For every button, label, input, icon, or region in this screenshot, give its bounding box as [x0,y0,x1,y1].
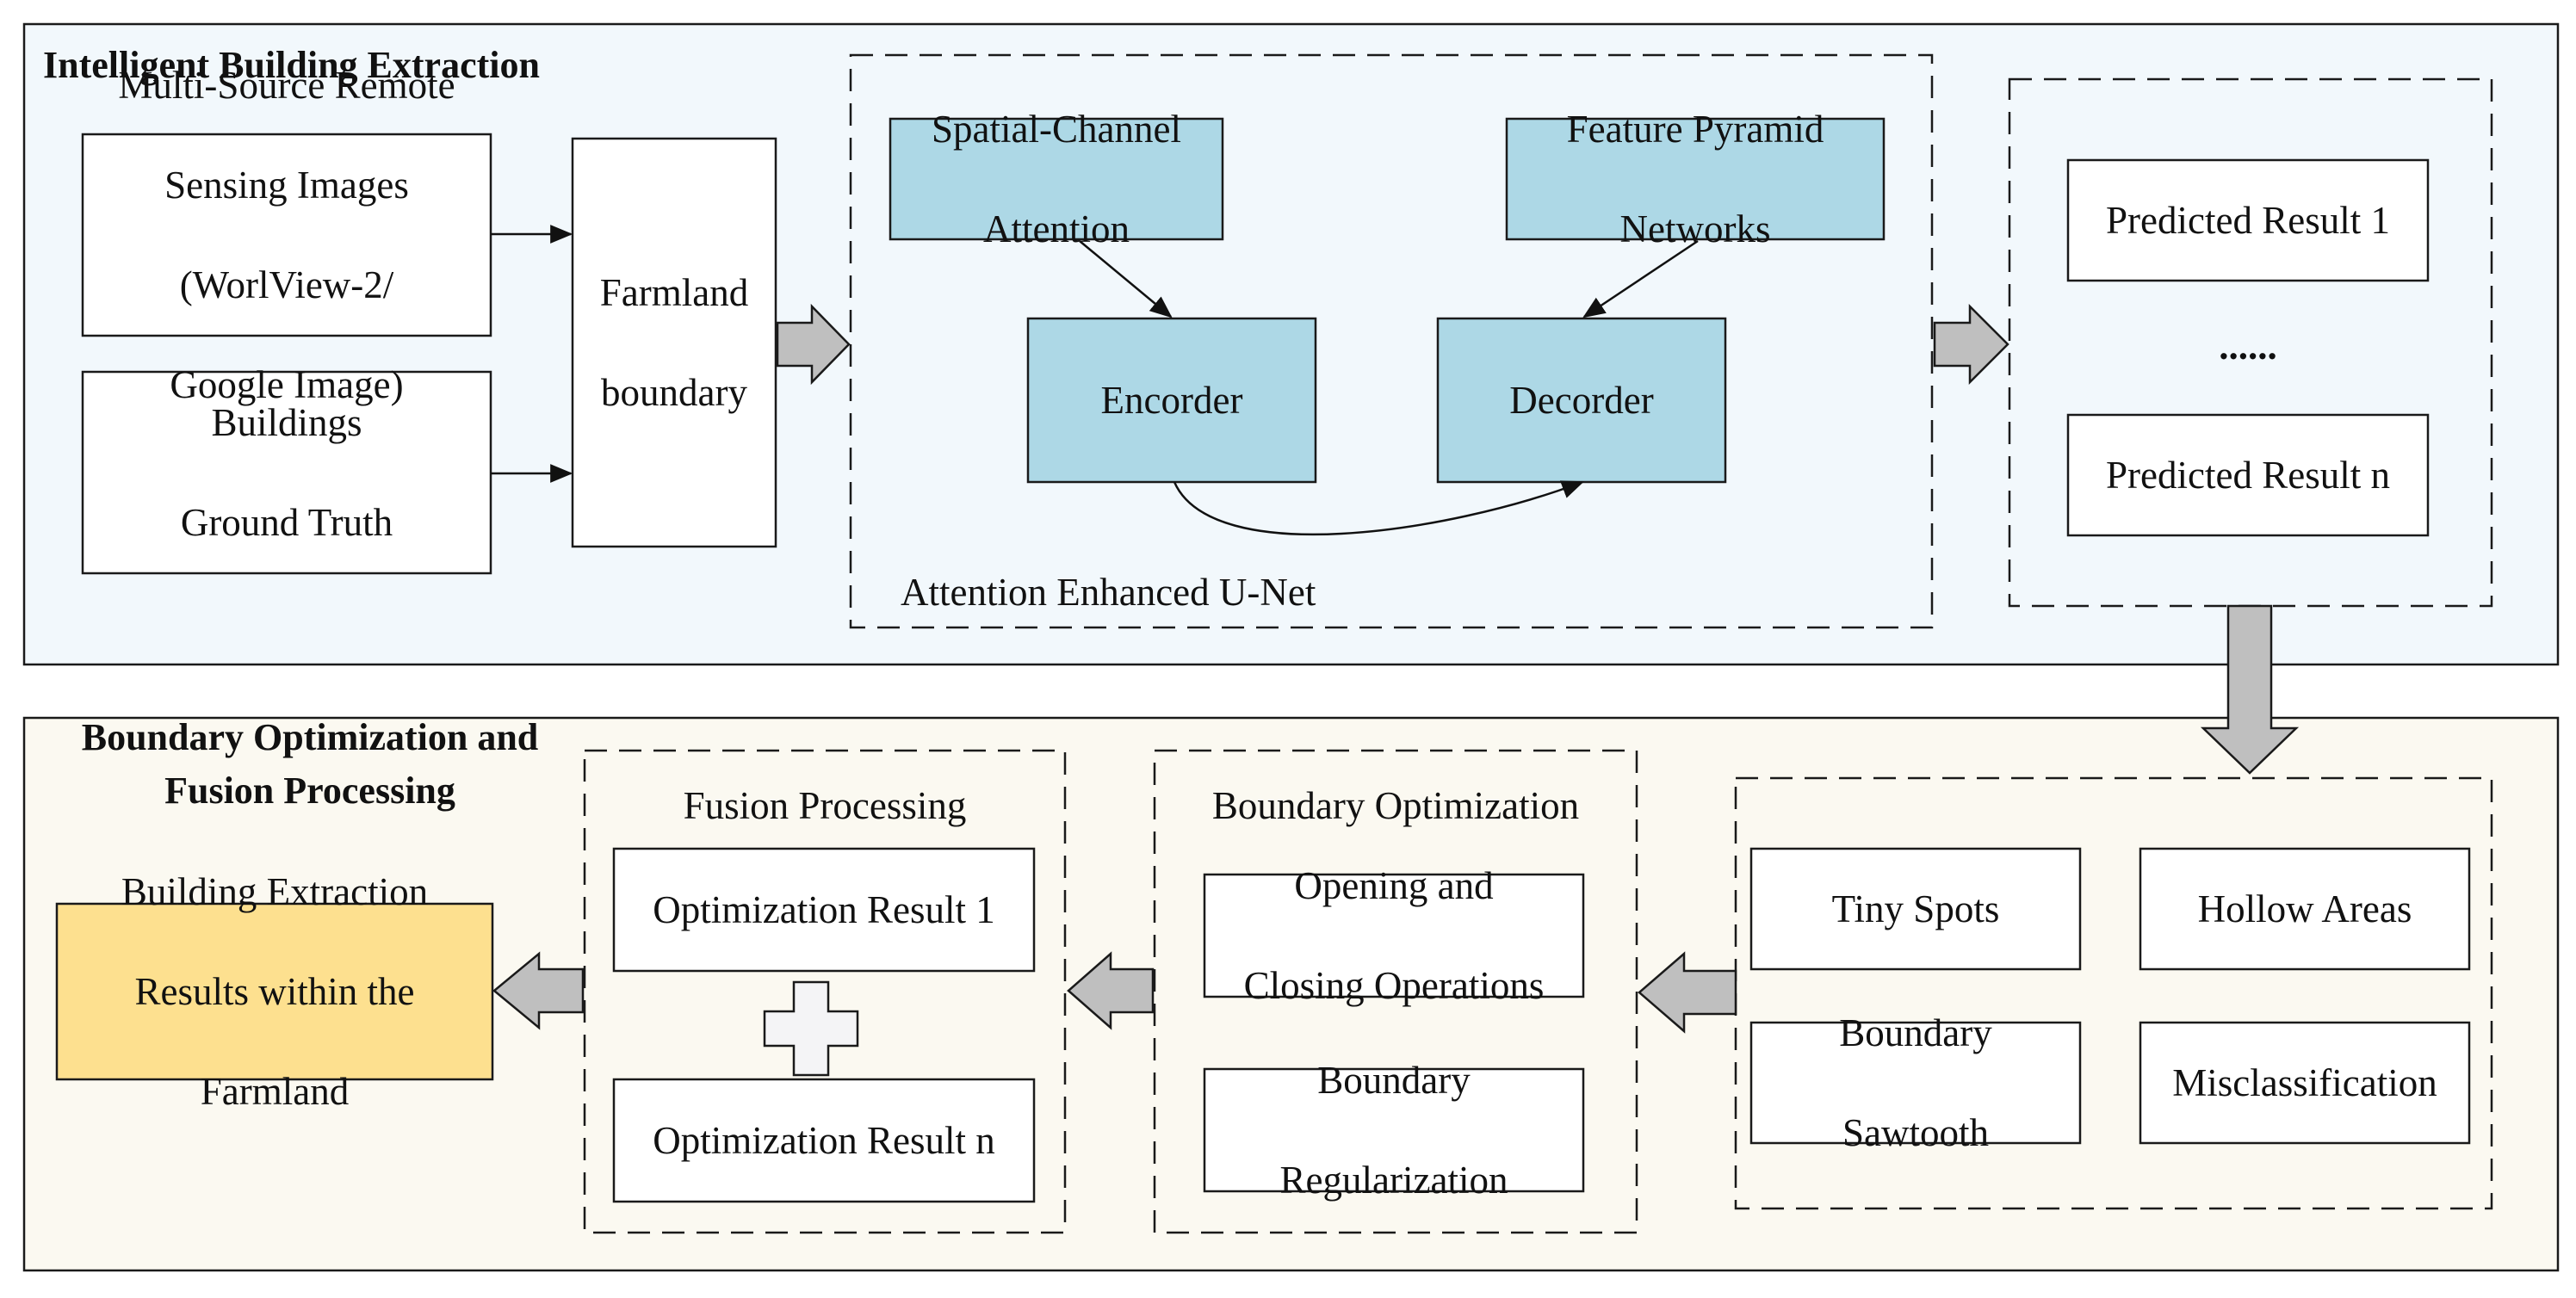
images-line-2: Sensing Images [164,164,409,207]
farmland-label: Farmland boundary [573,139,776,547]
output-line-2: Results within the [134,970,415,1013]
fpn-line-1: Feature Pyramid [1566,108,1824,151]
misclassification-box [2139,1021,2471,1145]
fusion-to-output-arrow [492,951,585,1030]
fpn-to-decoder-arrow [1582,239,1699,318]
opening-closing-box [1203,873,1585,998]
boundary-optimization-title: Boundary Optimization [1211,784,1580,827]
attention-label: Spatial-Channel Attention [890,108,1223,250]
opening-closing-line-2: Closing Operations [1243,964,1545,1007]
opening-closing-label: Opening and Closing Operations [1204,864,1583,1007]
ground-truth-label: Buildings Ground Truth [83,372,491,573]
optimization-result-1-label: Optimization Result 1 [653,888,995,931]
images-line-3: (WorlView-2/ [179,263,394,306]
optimization-title-line-1: Boundary Optimization and [81,716,539,758]
encoder-box [1026,317,1317,484]
attention-box [889,117,1224,241]
images-line-4: Google Image) [170,363,404,406]
farmland-to-unet-arrow [776,303,851,386]
opening-closing-line-1: Opening and [1294,864,1494,907]
sawtooth-line-2: Sawtooth [1842,1111,1989,1154]
output-line-1: Building Extraction [121,870,429,913]
encoder-label: Encorder [1100,379,1243,422]
ground-truth-line-1: Buildings [211,401,362,444]
optimization-panel-title: Boundary Optimization and Fusion Process… [43,711,577,818]
predicted-result-n-label: Predicted Result n [2106,454,2390,497]
images-box [81,133,492,337]
misclassification-label: Misclassification [2172,1061,2437,1104]
attention-line-1: Spatial-Channel [932,108,1181,151]
sawtooth-box [1749,1021,2082,1145]
decoder-label: Decorder [1509,379,1654,422]
optimization-title-line-2: Fusion Processing [164,770,455,812]
regularization-line-2: Regularization [1279,1159,1508,1202]
fpn-line-2: Networks [1619,207,1771,250]
output-label: Building Extraction Results within the F… [57,870,492,1113]
attention-to-encoder-arrow [1079,240,1173,318]
predictions-ellipsis: ...... [2219,324,2277,368]
unet-caption: Attention Enhanced U-Net [901,571,1316,614]
ground-truth-box [81,370,492,575]
farmland-line-2: boundary [601,371,747,414]
regularization-line-1: Boundary [1317,1059,1471,1102]
fpn-label: Feature Pyramid Networks [1507,108,1884,250]
optimization-to-fusion-arrow [1067,951,1155,1030]
extraction-panel-title: Intelligent Building Extraction [43,44,540,86]
farmland-line-1: Farmland [599,271,749,314]
images-line-1: Multi-Source Remote [118,64,455,107]
optimization-result-n-label: Optimization Result n [653,1119,995,1162]
hollow-areas-box [2139,847,2471,971]
output-box [55,902,494,1081]
fusion-title: Fusion Processing [683,784,967,827]
predicted-result-1-label: Predicted Result 1 [2106,199,2390,242]
boundary-optimization-group [1153,749,1638,1234]
optimization-result-n-box [612,1078,1036,1203]
regularization-box [1203,1067,1585,1193]
regularization-label: Boundary Regularization [1204,1059,1583,1202]
hollow-areas-label: Hollow Areas [2197,887,2412,930]
problems-to-optimization-arrow [1638,951,1737,1034]
tiny-spots-box [1749,847,2082,971]
fpn-box [1505,117,1886,241]
ground-truth-line-2: Ground Truth [180,501,393,544]
images-label: Multi-Source Remote Sensing Images (Worl… [83,64,491,406]
predicted-result-1-box [2066,158,2430,282]
sawtooth-label: Boundary Sawtooth [1751,1011,2080,1154]
output-line-3: Farmland [200,1070,350,1113]
predictions-to-problems-arrow [2200,604,2300,775]
optimization-result-1-box [612,847,1036,973]
tiny-spots-label: Tiny Spots [1831,887,2000,930]
attention-line-2: Attention [983,207,1130,250]
unet-to-predictions-arrow [1933,303,2009,386]
plus-icon [763,980,859,1077]
farmland-box [571,137,777,548]
decoder-box [1436,317,1727,484]
skip-connection-arrow [1173,480,1585,536]
predicted-result-n-box [2066,413,2430,537]
sawtooth-line-1: Boundary [1839,1011,1992,1054]
